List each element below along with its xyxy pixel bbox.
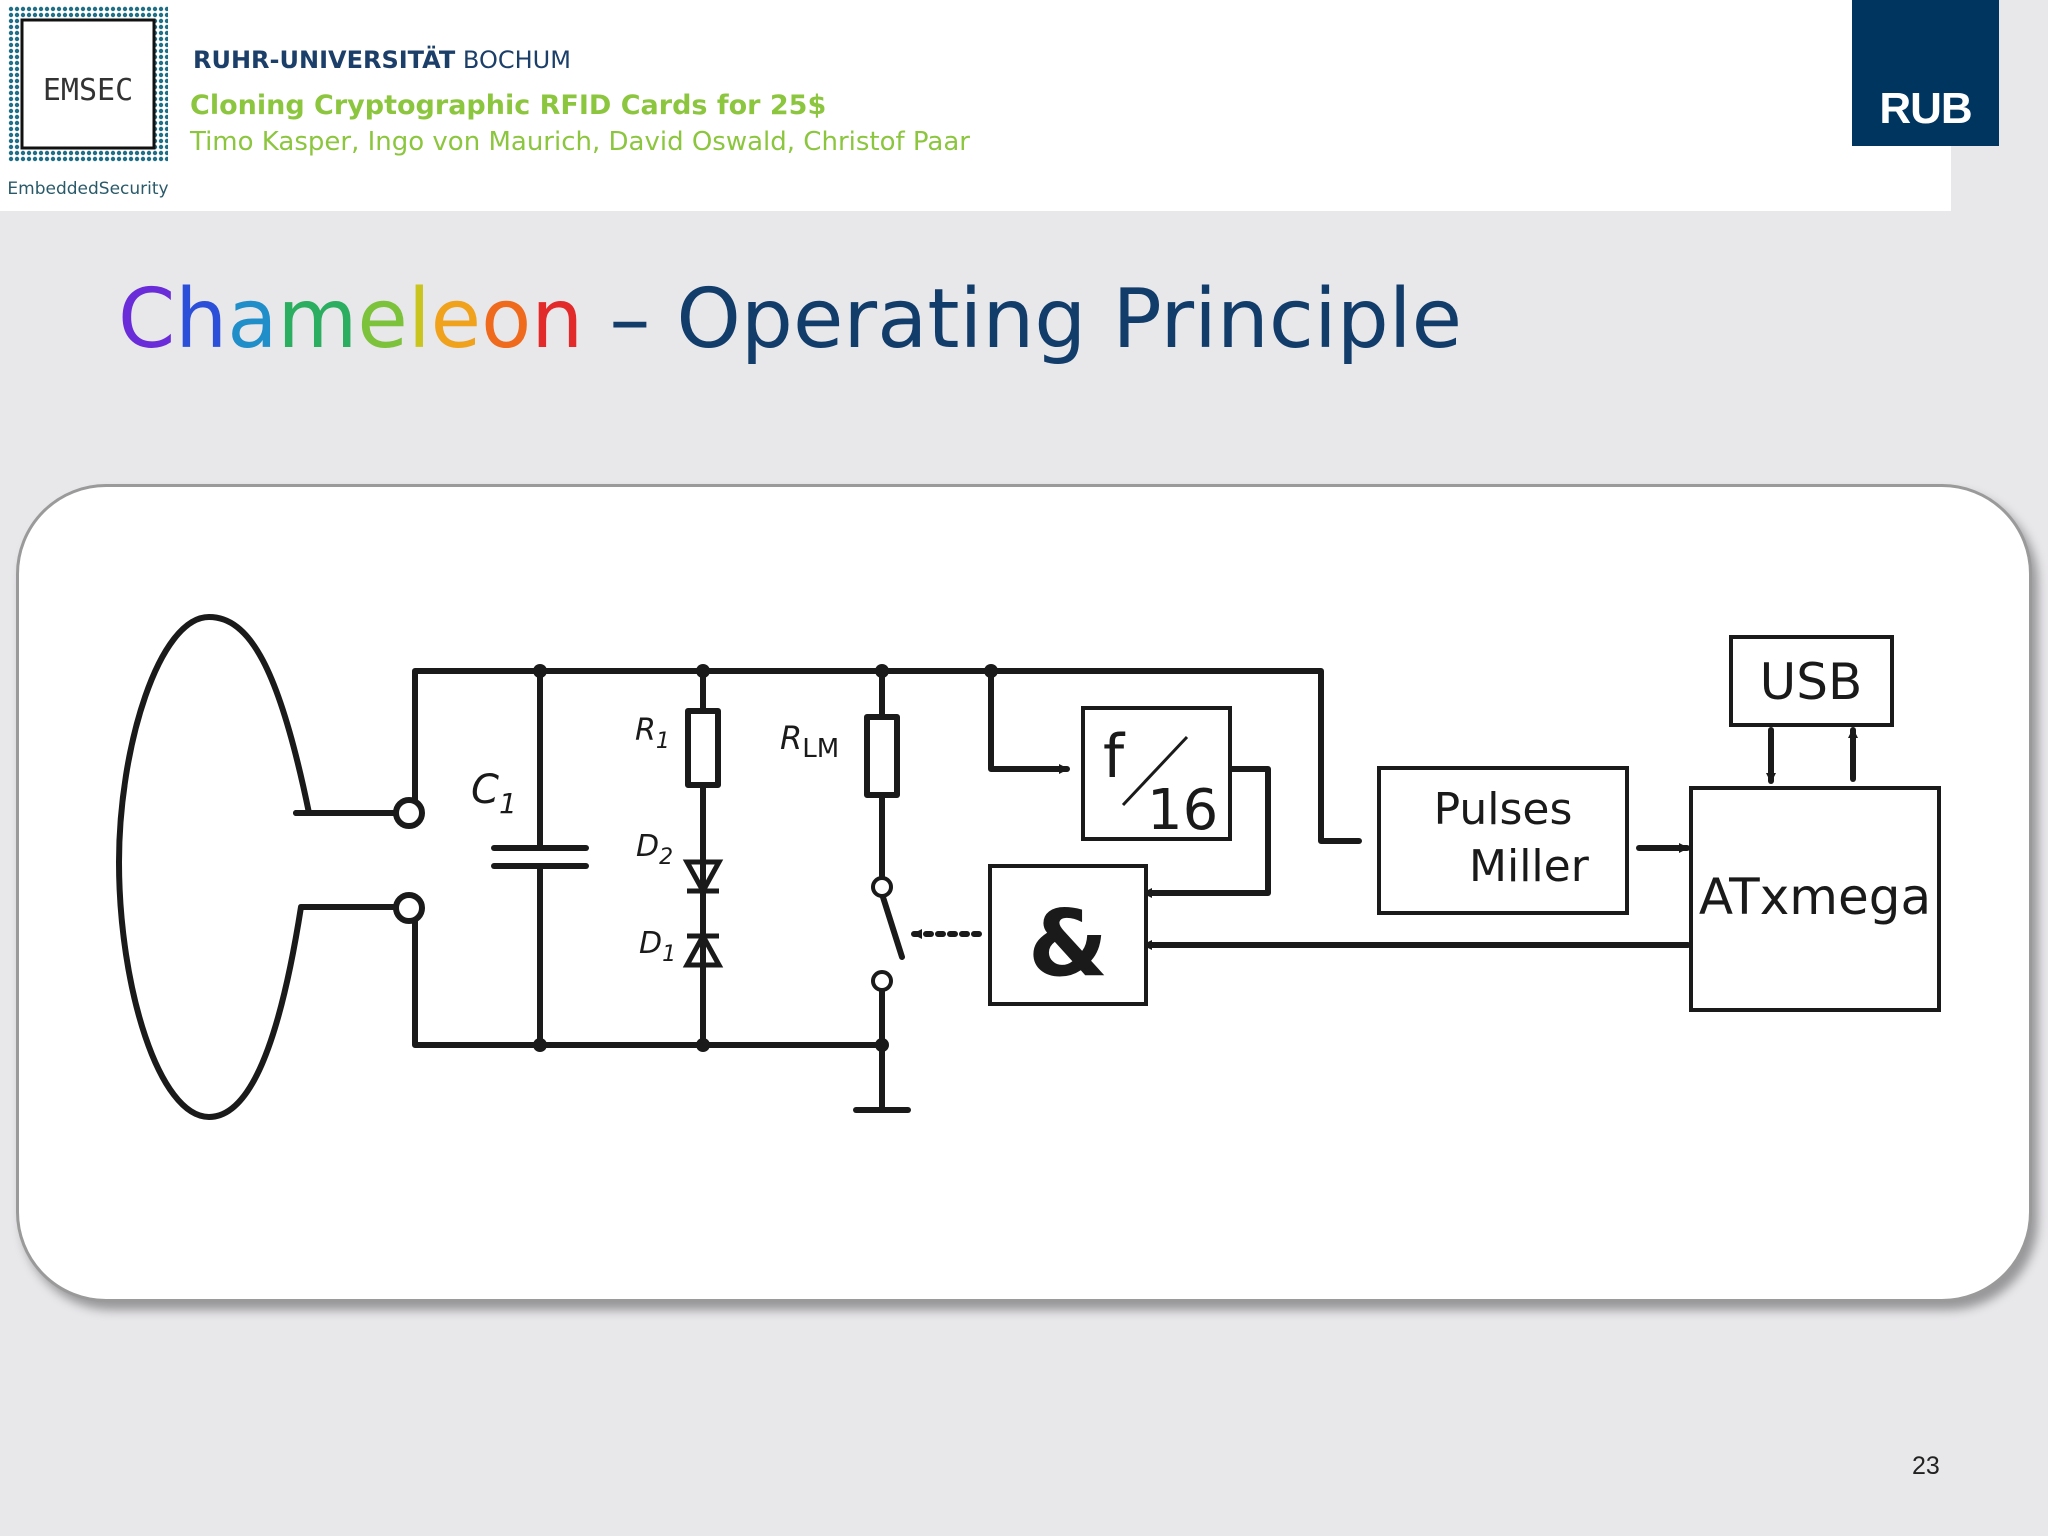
university-name-bold: RUHR-UNIVERSITÄT [193, 46, 456, 74]
junction-d1-bottom [696, 1038, 710, 1052]
switch-blade [879, 891, 905, 960]
divider-slash [1121, 735, 1189, 807]
top-rail [412, 668, 1362, 844]
title-chameleon-word: Chameleon [118, 272, 583, 367]
emsec-logo-text: EMSEC [43, 73, 133, 108]
junction-c1-bottom [533, 1038, 547, 1052]
usb-block [1729, 635, 1894, 727]
slide-header: EMSEC EmbeddedSecurity RUHR-UNIVERSITÄT … [0, 0, 1951, 211]
miller-label: Miller [1469, 841, 1590, 892]
pulses-label: Pulses [1434, 784, 1573, 835]
junction-c1-top [533, 664, 547, 678]
title-letter: a [227, 272, 278, 367]
d1-sub: 1 [662, 942, 676, 967]
slide-title: Chameleon – Operating Principle [118, 272, 1462, 367]
d1-label: D [639, 926, 662, 961]
page-number: 23 [1912, 1452, 1940, 1480]
terminal-top [393, 797, 425, 829]
divider-to-and-line [1141, 766, 1271, 898]
d2-diode [682, 859, 724, 897]
junction-r1-top [696, 664, 710, 678]
divider-block [1081, 706, 1232, 841]
junction-rlm-bottom [875, 1038, 889, 1052]
divider-denominator: 16 [1147, 778, 1218, 843]
university-name: RUHR-UNIVERSITÄT BOCHUM [193, 46, 571, 74]
junction-rlm-top [875, 664, 889, 678]
clock-line [988, 668, 1070, 774]
d1-diode [682, 930, 724, 968]
svg-text:R1: R1 [635, 713, 670, 754]
emsec-logo: EMSEC EmbeddedSecurity [8, 6, 169, 198]
d2-sub: 2 [659, 845, 673, 870]
bottom-rail [412, 904, 884, 1048]
title-letter: e [357, 272, 408, 367]
title-letter: n [531, 272, 584, 367]
diagram-panel: C1 R1 D2 D1 RLM f 16 & Pulses Miller USB… [16, 484, 2032, 1302]
r1-sub: 1 [656, 729, 670, 754]
antenna-coil [116, 614, 412, 1120]
and-gate-symbol: & [1028, 890, 1108, 997]
talk-authors: Timo Kasper, Ingo von Maurich, David Osw… [190, 127, 970, 157]
junction-clock-top [984, 664, 998, 678]
c1-label: C [471, 767, 499, 813]
rub-logo: RUB [1852, 0, 1999, 146]
title-letter: o [481, 272, 532, 367]
terminal-bottom [393, 892, 425, 924]
r1-resistor [685, 708, 721, 788]
atxmega-block [1689, 786, 1941, 1012]
circuit-diagram: C1 R1 D2 D1 RLM f 16 & Pulses Miller USB… [116, 614, 1941, 1120]
pulses-miller-block [1377, 766, 1629, 915]
r1-label: R [635, 713, 656, 748]
talk-title: Cloning Cryptographic RFID Cards for 25$ [190, 90, 827, 121]
university-name-rest: BOCHUM [462, 46, 571, 74]
emsec-logo-caption: EmbeddedSecurity [8, 179, 169, 198]
atxmega-label: ATxmega [1699, 868, 1931, 926]
title-rest: – Operating Principle [583, 272, 1463, 367]
title-letter: e [430, 272, 482, 367]
svg-text:RLM: RLM [780, 719, 839, 764]
usb-label: USB [1760, 653, 1863, 711]
title-letter: C [118, 272, 176, 367]
d2-label: D [636, 829, 659, 864]
svg-text:C1: C1 [471, 767, 517, 820]
title-letter: l [407, 272, 431, 367]
divider-numerator: f [1103, 722, 1126, 792]
rlm-label: R [780, 719, 802, 757]
rlm-sub: LM [802, 734, 839, 764]
title-letter: h [175, 272, 228, 367]
svg-text:D1: D1 [639, 926, 676, 967]
c1-sub: 1 [499, 787, 517, 820]
and-gate-block [988, 864, 1148, 1006]
rub-logo-text: RUB [1879, 84, 1972, 133]
svg-text:D2: D2 [636, 829, 673, 870]
rlm-resistor [864, 714, 900, 798]
title-letter: m [277, 272, 358, 367]
switch-contact-bottom [871, 970, 893, 992]
switch-contact-top [871, 876, 893, 898]
